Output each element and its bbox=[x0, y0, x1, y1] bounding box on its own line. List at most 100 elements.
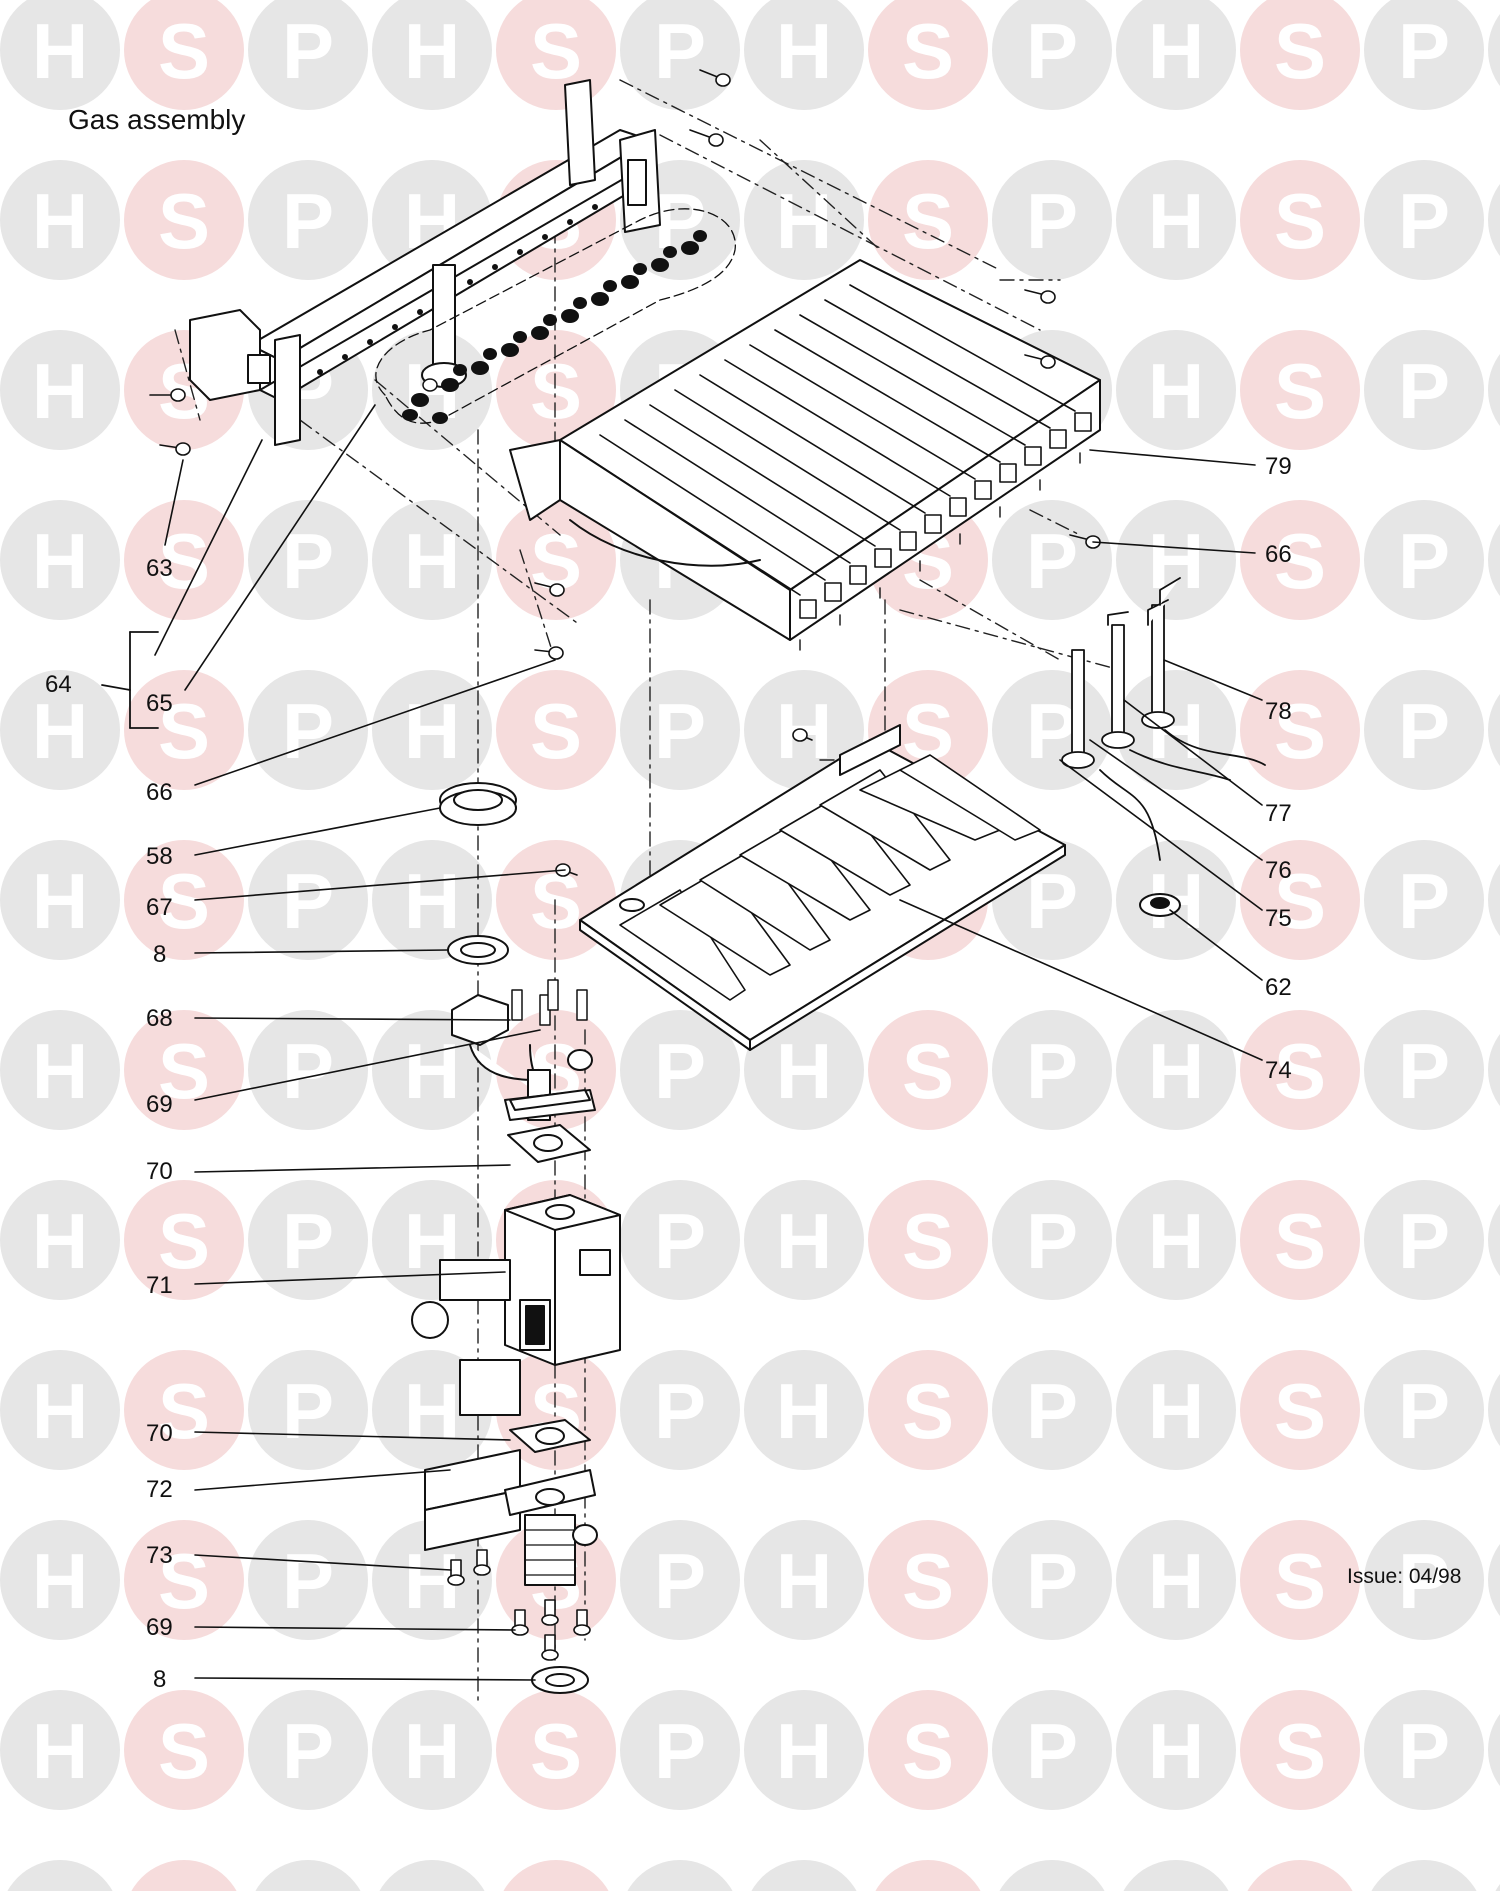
callout-67: 67 bbox=[146, 894, 173, 921]
watermark-letter: P bbox=[654, 7, 706, 95]
watermark-circle bbox=[1247, 1860, 1353, 1891]
watermark-letter: S bbox=[158, 7, 210, 95]
watermark-letter: H bbox=[404, 1877, 460, 1891]
watermark-circle bbox=[744, 1180, 864, 1300]
watermark-letter: H bbox=[32, 1707, 88, 1795]
watermark-letter: P bbox=[282, 7, 334, 95]
watermark-circle bbox=[248, 670, 368, 790]
watermark-circle bbox=[503, 1860, 609, 1891]
watermark-letter: S bbox=[158, 1877, 210, 1891]
watermark-letter: P bbox=[654, 1707, 706, 1795]
watermark-circle bbox=[124, 1520, 244, 1640]
gasket-upper bbox=[507, 1124, 591, 1163]
watermark-circle bbox=[255, 1860, 361, 1891]
watermark-letter: P bbox=[1026, 177, 1078, 265]
watermark-letter: P bbox=[1026, 517, 1078, 605]
watermark-circle bbox=[751, 1860, 857, 1891]
watermark-circle bbox=[1488, 1034, 1500, 1106]
watermark-circle bbox=[496, 1690, 616, 1810]
watermark-letter: H bbox=[404, 1367, 460, 1455]
watermark-circle bbox=[1488, 184, 1500, 256]
watermark-letter: H bbox=[32, 1027, 88, 1115]
watermark-circle bbox=[992, 0, 1112, 110]
watermark-circle bbox=[372, 0, 492, 110]
callout-71: 71 bbox=[146, 1272, 173, 1299]
watermark-letter: P bbox=[1026, 1027, 1078, 1115]
watermark-letter: P bbox=[1026, 1707, 1078, 1795]
leader-lines bbox=[154, 404, 1263, 1681]
watermark-circle bbox=[1240, 1520, 1360, 1640]
watermark-circle bbox=[1364, 160, 1484, 280]
watermark-circle bbox=[1488, 1714, 1500, 1786]
watermark-circle bbox=[1116, 1010, 1236, 1130]
watermark-circle bbox=[992, 1520, 1112, 1640]
watermark-letter: P bbox=[1026, 1537, 1078, 1625]
watermark-circle bbox=[248, 0, 368, 110]
watermark-circle bbox=[496, 500, 616, 620]
callout-66-left: 66 bbox=[146, 779, 173, 806]
watermark-letter: H bbox=[404, 1707, 460, 1795]
watermark-circle bbox=[1123, 1860, 1229, 1891]
watermark-circle bbox=[1364, 1690, 1484, 1810]
watermark-letter: P bbox=[654, 1367, 706, 1455]
watermark-letter: P bbox=[1026, 7, 1078, 95]
callout-75: 75 bbox=[1265, 905, 1292, 932]
issue-date: Issue: 04/98 bbox=[1347, 1565, 1462, 1588]
electrodes bbox=[1061, 577, 1266, 861]
watermark-circle bbox=[744, 1520, 864, 1640]
burner-assembly bbox=[509, 259, 1101, 651]
watermark-letter: P bbox=[282, 1537, 334, 1625]
watermark-circle bbox=[248, 500, 368, 620]
watermark-circle bbox=[124, 0, 244, 110]
watermark-circle bbox=[0, 160, 120, 280]
injector-jets bbox=[402, 230, 707, 424]
callout-79: 79 bbox=[1265, 453, 1292, 480]
callout-63: 63 bbox=[146, 555, 173, 582]
watermark-letter: S bbox=[530, 1707, 582, 1795]
watermark-circle bbox=[1364, 1010, 1484, 1130]
watermark-letter: H bbox=[404, 857, 460, 945]
watermark-circle bbox=[0, 330, 120, 450]
watermark-circle bbox=[248, 1520, 368, 1640]
callout-76: 76 bbox=[1265, 857, 1292, 884]
watermark-letter: P bbox=[1398, 1027, 1450, 1115]
watermark-letter: S bbox=[902, 1877, 954, 1891]
watermark-circle bbox=[868, 1350, 988, 1470]
watermark-circle bbox=[1495, 1884, 1500, 1891]
watermark-circle bbox=[1116, 1180, 1236, 1300]
small-screws bbox=[447, 1549, 591, 1661]
watermark-letter: H bbox=[1148, 177, 1204, 265]
watermark-circle bbox=[999, 1860, 1105, 1891]
watermark-circle bbox=[992, 1690, 1112, 1810]
watermark-letter: H bbox=[32, 1877, 88, 1891]
watermark-circle bbox=[372, 500, 492, 620]
watermark-circle bbox=[372, 1520, 492, 1640]
watermark-circle bbox=[992, 1180, 1112, 1300]
watermark-letter: H bbox=[32, 857, 88, 945]
watermark-circle bbox=[1488, 1544, 1500, 1616]
callout-69-upper: 69 bbox=[146, 1091, 173, 1118]
watermark-circle bbox=[1364, 0, 1484, 110]
watermark-letter: H bbox=[32, 177, 88, 265]
watermark-letter: S bbox=[158, 1367, 210, 1455]
watermark-circle bbox=[124, 1180, 244, 1300]
watermark-circle bbox=[1116, 500, 1236, 620]
watermark-letter: H bbox=[1148, 517, 1204, 605]
watermark-letter: S bbox=[158, 177, 210, 265]
bracket-64 bbox=[101, 631, 159, 729]
watermark-letter: H bbox=[404, 687, 460, 775]
burner-bars bbox=[574, 284, 1076, 596]
watermark-letter: H bbox=[1148, 1877, 1204, 1891]
diagram-title: Gas assembly bbox=[68, 104, 246, 135]
watermark-letter: H bbox=[1148, 1197, 1204, 1285]
watermark-letter: P bbox=[654, 1537, 706, 1625]
watermark-circle bbox=[1364, 1520, 1484, 1640]
watermark-letter: S bbox=[1274, 1537, 1326, 1625]
watermark-letter: H bbox=[1148, 347, 1204, 435]
watermark-circle bbox=[620, 1180, 740, 1300]
watermark-circle bbox=[1364, 1180, 1484, 1300]
callout-8-lower: 8 bbox=[153, 1666, 167, 1693]
watermark-circle bbox=[1240, 1010, 1360, 1130]
callout-8-upper: 8 bbox=[153, 941, 167, 968]
callout-73: 73 bbox=[146, 1542, 173, 1569]
